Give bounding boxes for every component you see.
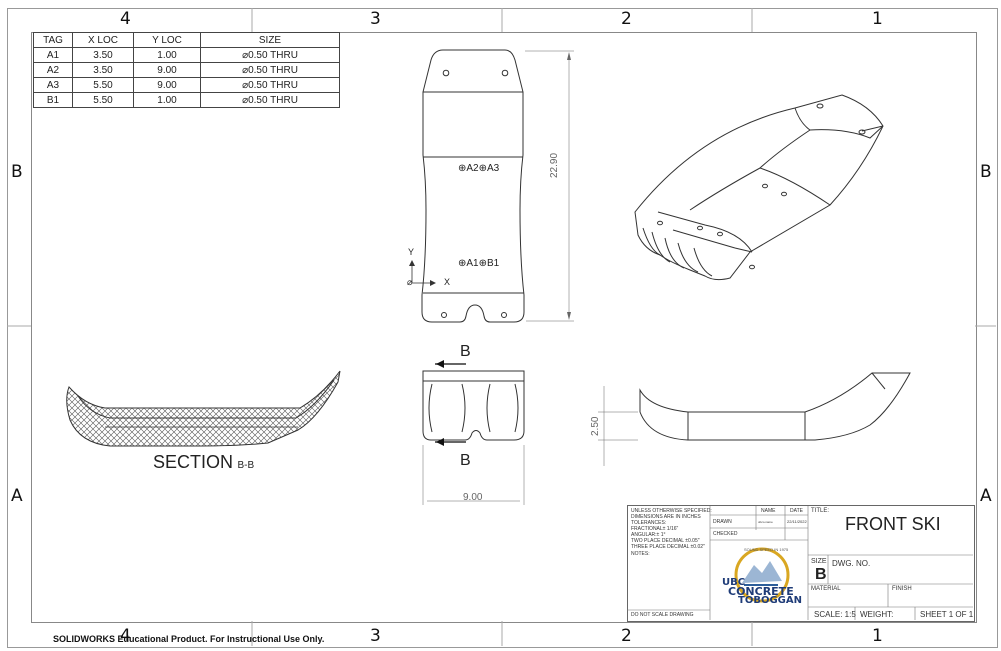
zone-bottom-2: 2	[621, 626, 632, 646]
zone-right-A: A	[980, 486, 992, 506]
zone-top-4: 4	[120, 9, 131, 29]
axis-y-label: Y	[408, 247, 415, 257]
sheet-inner-border	[31, 32, 977, 623]
zone-top-1: 1	[872, 9, 883, 29]
tb-sheet: SHEET 1 OF 1	[920, 610, 974, 619]
tb-size-hdr: SIZE	[811, 558, 827, 565]
top-view	[409, 49, 574, 323]
zone-left-B: B	[11, 162, 23, 182]
isometric-view	[634, 94, 884, 281]
section-sub: B-B	[237, 460, 255, 471]
origin-symbol: ⌀	[407, 277, 413, 287]
tb-material: MATERIAL	[811, 586, 841, 592]
ubc-concrete-toboggan-logo: SOUND SPEED IN 1975 UBC CONCRETE TOBOGGA…	[720, 545, 802, 607]
zone-top-2: 2	[621, 9, 632, 29]
cell: ⌀0.50 THRU	[200, 92, 340, 108]
cell: B1	[33, 92, 73, 108]
dim-width: 9.00	[463, 492, 483, 503]
tb-drawn: DRAWN	[713, 519, 732, 525]
section-title: SECTION	[153, 452, 234, 472]
tb-notes: NOTES:	[631, 551, 650, 557]
tb-weight: WEIGHT:	[860, 610, 894, 619]
tb-dwg-no: DWG. NO.	[832, 559, 871, 568]
tb-size: B	[815, 566, 827, 583]
title-block	[627, 505, 975, 622]
zone-bottom-4: 4	[120, 626, 131, 646]
logo-line3: TOBOGGAN	[738, 595, 802, 606]
tb-three-place: THREE PLACE DECIMAL ±0.02"	[631, 544, 705, 550]
logo-badge-icon	[734, 547, 790, 603]
cell: 5.50	[72, 92, 134, 108]
zone-right-B: B	[980, 162, 992, 182]
axis-x-label: X	[444, 277, 451, 287]
tb-tol: TOLERANCES:	[631, 520, 667, 526]
tb-scale: SCALE: 1:5	[814, 610, 856, 619]
table-row: B1 5.50 1.00 ⌀0.50 THRU	[33, 92, 340, 108]
table-row: A3 5.50 9.00 ⌀0.50 THRU	[33, 77, 340, 93]
tb-date-hdr: DATE	[790, 508, 803, 514]
zone-bottom-3: 3	[370, 626, 381, 646]
tb-title: FRONT SKI	[845, 514, 941, 534]
tb-drawn-date: 22/11/2022	[787, 519, 807, 524]
logo-line1: UBC	[722, 577, 746, 588]
tb-dims: DIMENSIONS ARE IN INCHES	[631, 514, 701, 520]
front-view	[422, 360, 525, 505]
tb-two-place: TWO PLACE DECIMAL ±0.05"	[631, 538, 700, 544]
side-view	[598, 372, 911, 466]
logo-line2: CONCRETE	[728, 585, 794, 598]
tb-do-not-scale: DO NOT SCALE DRAWING	[631, 612, 694, 618]
tb-checked: CHECKED	[713, 531, 738, 537]
tb-drawn-name: ubco.name	[758, 520, 773, 524]
tb-angular: ANGULAR:± 1°	[631, 532, 666, 538]
tb-fractional: FRACTIONAL± 1/16"	[631, 526, 679, 532]
tb-title-hdr: TITLE:	[811, 508, 830, 514]
section-view	[66, 370, 341, 447]
table-row: A2 3.50 9.00 ⌀0.50 THRU	[33, 62, 340, 78]
hole-table: TAG X LOC Y LOC SIZE A1 3.50 1.00 ⌀0.50 …	[33, 32, 340, 108]
hole-table-header: TAG X LOC Y LOC SIZE	[33, 32, 340, 48]
section-label: SECTION B-B	[153, 452, 254, 473]
zone-top-3: 3	[370, 9, 381, 29]
zone-bottom-1: 1	[872, 626, 883, 646]
zone-left-A: A	[11, 486, 23, 506]
logo-ring-text: SOUND SPEED IN 1975	[744, 547, 789, 552]
tb-unless: UNLESS OTHERWISE SPECIFIED:	[631, 508, 712, 514]
cut-label-bottom: B	[460, 452, 471, 469]
tb-name-hdr: NAME	[761, 508, 776, 514]
solidworks-footer: SOLIDWORKS Educational Product. For Inst…	[53, 634, 325, 644]
tb-finish: FINISH	[892, 586, 912, 592]
hole-label-upper: ⊕A2⊕A3	[458, 163, 500, 174]
cut-label-top: B	[460, 343, 471, 360]
hole-label-lower: ⊕A1⊕B1	[458, 258, 500, 269]
